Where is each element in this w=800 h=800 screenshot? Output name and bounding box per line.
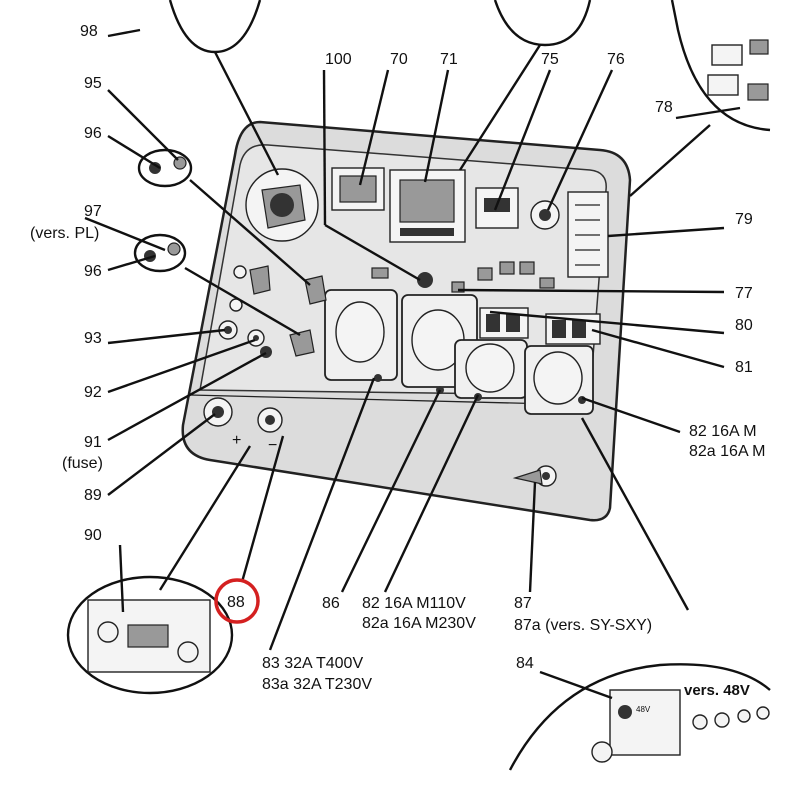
detail-circle-fuse-90: [66, 575, 234, 695]
callout-labels: 98 95 96 97 (vers. PL) 96 93 92 91 (fuse…: [30, 23, 766, 699]
label-90: 90: [84, 527, 102, 544]
label-91: 91: [84, 434, 102, 451]
label-82-bottom: 82 16A M110V: [362, 595, 466, 612]
indicator-row: [371, 261, 555, 293]
knob-76: [530, 200, 560, 230]
post-92: [247, 329, 265, 347]
label-96-top: 96: [84, 125, 102, 142]
socket-82-mid: [454, 339, 528, 401]
label-96-bottom: 96: [84, 263, 102, 280]
label-98: 98: [80, 23, 98, 40]
label-81: 81: [735, 359, 753, 376]
label-83: 83 32A T400V: [262, 655, 363, 672]
round-cap: [245, 168, 319, 242]
label-88: 88: [227, 594, 245, 611]
label-78: 78: [655, 99, 673, 116]
label-84: 84: [516, 655, 534, 672]
socket-32a: [324, 289, 398, 382]
minus-sign: −: [268, 437, 277, 454]
label-86: 86: [322, 595, 340, 612]
label-93: 93: [84, 330, 102, 347]
screw-set-96a: [137, 148, 193, 188]
detail-circle-top-left: [168, 0, 262, 54]
label-95: 95: [84, 75, 102, 92]
label-87a: 87a (vers. SY-SXY): [514, 617, 652, 634]
detail-circle-top-right: [670, 0, 771, 132]
label-97: 97: [84, 203, 102, 220]
highlight-ring-88: [214, 578, 260, 624]
breaker-block-80: [479, 307, 529, 339]
label-100: 100: [325, 51, 352, 68]
plus-sign: +: [232, 432, 241, 449]
label-82a-right: 82a 16A M: [689, 443, 766, 460]
label-83a: 83a 32A T230V: [262, 676, 372, 693]
leader-lines: [84, 28, 741, 700]
label-77: 77: [735, 285, 753, 302]
label-71: 71: [440, 51, 458, 68]
label-80: 80: [735, 317, 753, 334]
detail-circle-top-center: [493, 0, 592, 47]
detail-circle-48v: 48V: [508, 663, 771, 771]
label-87: 87: [514, 595, 532, 612]
label-89: 89: [84, 487, 102, 504]
meter-70: [331, 167, 385, 211]
meter-71: [389, 169, 466, 243]
socket-82-right: [524, 345, 594, 415]
label-92: 92: [84, 384, 102, 401]
label-vers-48v: vers. 48V: [684, 682, 750, 699]
label-70: 70: [390, 51, 408, 68]
terminal-strip-79: [567, 191, 609, 278]
dc-terminal-88: [257, 407, 283, 433]
label-97-version: (vers. PL): [30, 225, 99, 242]
label-82a-bottom: 82a 16A M230V: [362, 615, 476, 632]
label-76: 76: [607, 51, 625, 68]
label-82-right: 82 16A M: [689, 423, 757, 440]
ground-terminal-87: [512, 465, 557, 487]
tag-48v: 48V: [636, 705, 651, 714]
label-91-fuse: (fuse): [62, 455, 103, 472]
label-75: 75: [541, 51, 559, 68]
label-79: 79: [735, 211, 753, 228]
switch-parts: [229, 265, 327, 357]
dc-terminal-89: [203, 397, 233, 427]
